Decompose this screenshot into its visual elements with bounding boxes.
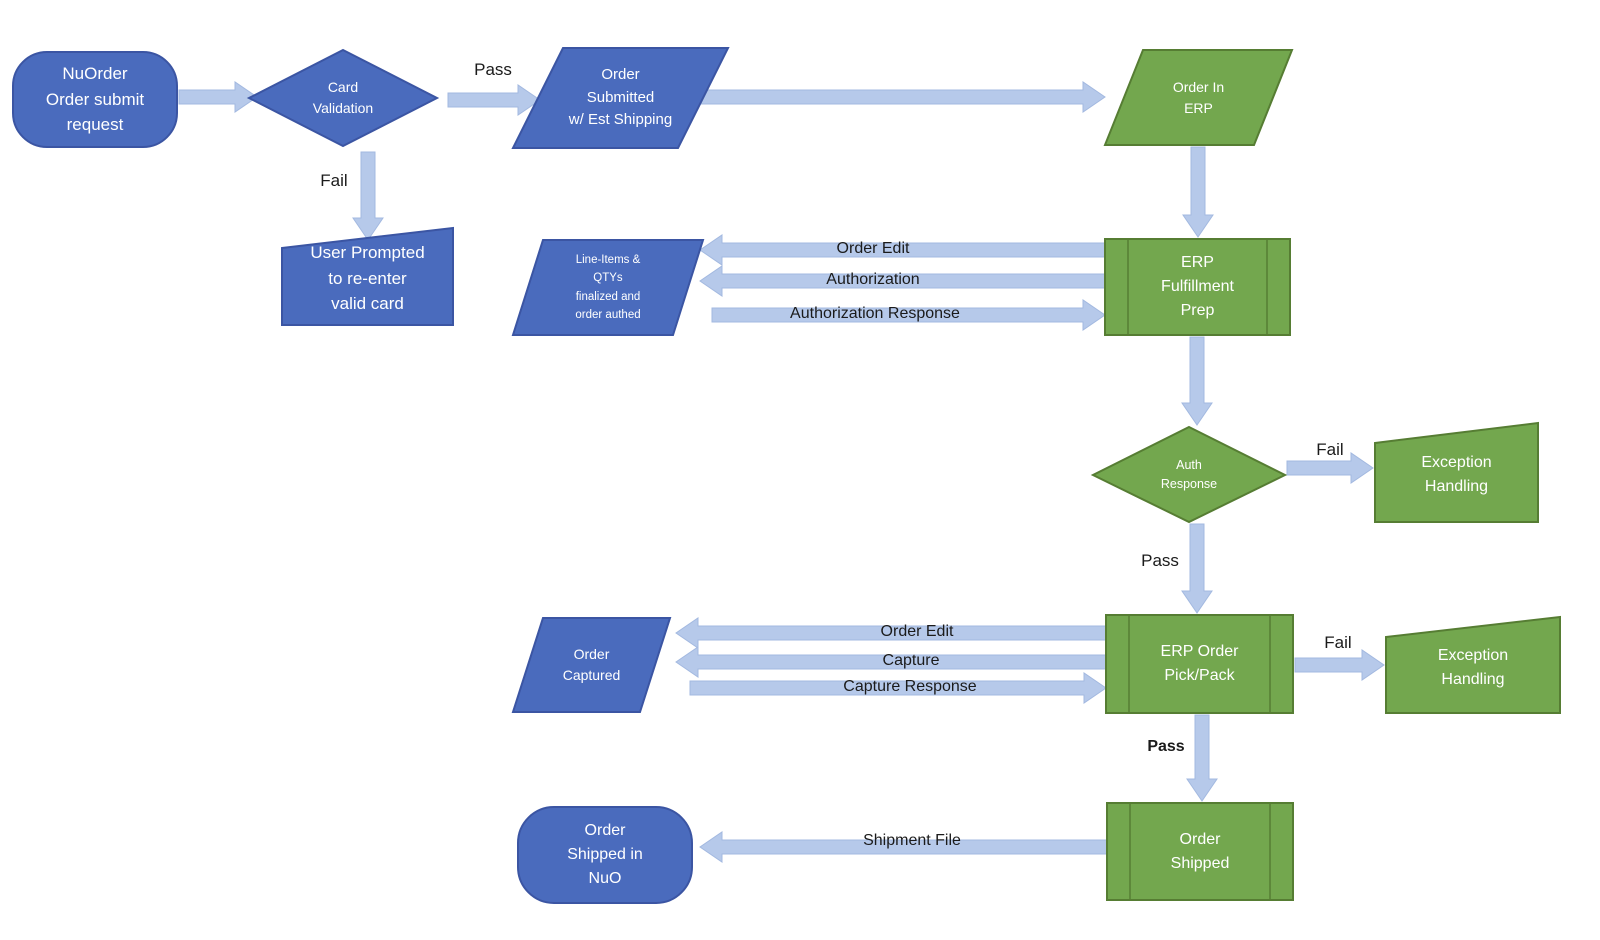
arrow-pass-to-pick-pack — [1181, 523, 1213, 614]
arrow-fail-to-exception-1 — [1286, 452, 1374, 484]
node-user-prompted-card — [281, 226, 454, 326]
node-order-submitted-parallelogram — [511, 47, 730, 149]
node-order-in-erp-parallelogram — [1103, 49, 1294, 146]
arrow-pass-to-order-shipped — [1186, 714, 1218, 802]
arrow-shipment-file — [699, 831, 1108, 863]
arrow-order-edit-pick-pack — [675, 617, 1109, 649]
node-erp-order-pick-pack-process — [1105, 614, 1294, 714]
arrow-fulfillment-to-auth-response — [1181, 336, 1213, 426]
node-exception-handling-2-card — [1385, 615, 1561, 714]
arrow-capture-response — [689, 672, 1107, 704]
node-erp-fulfillment-prep-process — [1104, 238, 1291, 336]
arrow-authorization — [699, 265, 1108, 297]
node-order-shipped-nuo-terminator — [517, 806, 693, 904]
arrow-fail-to-exception-2 — [1294, 649, 1385, 681]
arrow-authorization-response — [711, 299, 1106, 331]
node-order-captured-parallelogram — [511, 617, 672, 713]
arrow-order-edit-fulfillment — [699, 234, 1108, 266]
arrow-order-submitted-to-order-in-erp — [659, 81, 1106, 113]
node-line-items-parallelogram — [511, 239, 705, 336]
arrow-capture — [675, 646, 1109, 678]
node-card-validation-diamond — [246, 48, 440, 148]
node-exception-handling-1-card — [1374, 421, 1539, 523]
node-order-shipped-process — [1106, 802, 1294, 901]
arrow-order-in-erp-down — [1182, 146, 1214, 238]
arrow-start-to-card-validation — [178, 81, 258, 113]
arrow-pass-to-order-submitted — [447, 84, 541, 116]
arrow-fail-to-user-prompted — [352, 151, 384, 241]
node-start-terminator — [12, 51, 178, 148]
node-auth-response-diamond — [1090, 425, 1288, 524]
